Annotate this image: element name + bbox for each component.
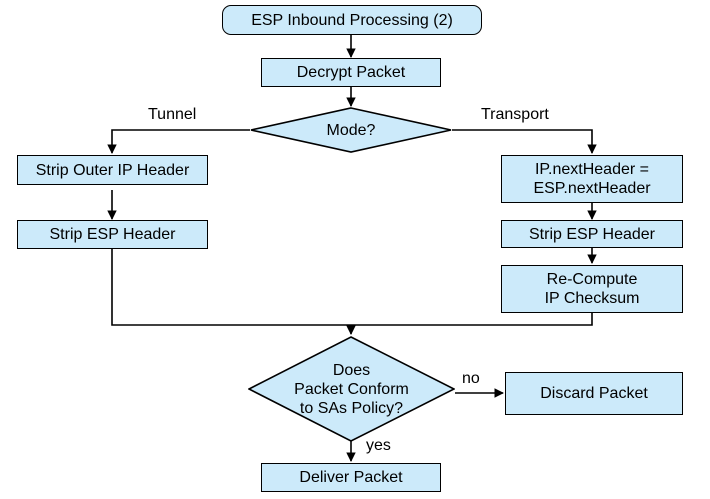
edge-label-transport: Transport	[481, 106, 549, 123]
node-conform-label: Does Packet Conform to SAs Policy?	[294, 361, 409, 417]
node-decrypt-packet[interactable]: Decrypt Packet	[261, 58, 441, 87]
node-ip-next-header-assign[interactable]: IP.nextHeader = ESP.nextHeader	[501, 155, 683, 203]
edge-label-no: no	[462, 370, 480, 387]
diamond-shape-icon	[250, 107, 452, 153]
node-recompute-ip-checksum[interactable]: Re-Compute IP Checksum	[501, 265, 683, 313]
node-strip-esp-header-transport[interactable]: Strip ESP Header	[501, 220, 683, 248]
edge-label-yes: yes	[366, 437, 391, 454]
node-discard-packet[interactable]: Discard Packet	[505, 372, 683, 415]
node-conform-decision[interactable]: Does Packet Conform to SAs Policy?	[248, 336, 455, 442]
diamond-shape-icon	[248, 336, 455, 442]
edge-label-tunnel: Tunnel	[148, 106, 197, 123]
node-esp-inbound-processing[interactable]: ESP Inbound Processing (2)	[222, 5, 482, 35]
node-mode-label: Mode?	[326, 121, 376, 139]
node-mode-decision[interactable]: Mode?	[250, 107, 452, 153]
node-strip-esp-header-tunnel[interactable]: Strip ESP Header	[17, 220, 208, 249]
node-deliver-packet[interactable]: Deliver Packet	[261, 463, 441, 492]
node-strip-outer-ip-header[interactable]: Strip Outer IP Header	[17, 155, 208, 185]
